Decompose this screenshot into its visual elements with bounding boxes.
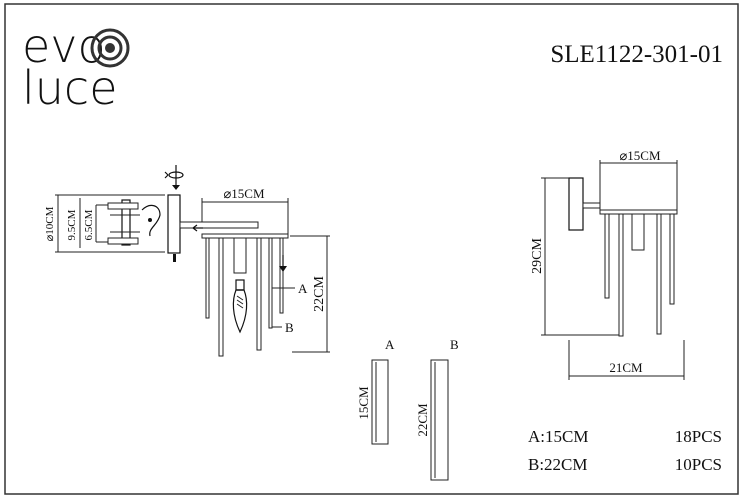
front-height-label: 22CM: [312, 276, 327, 312]
front-dia-label: ⌀15CM: [223, 186, 264, 201]
brand-line-2: luce: [22, 61, 118, 115]
spec-a-qty: 18PCS: [675, 427, 722, 446]
arm-arrow-icon: [192, 224, 203, 232]
model-code: SLE1122-301-01: [550, 41, 723, 68]
brand-logo: evo luce: [22, 19, 130, 115]
side-outer-label: 9.5CM: [66, 209, 78, 240]
tube-b-title: B: [450, 337, 459, 352]
rotate-arrow-icon: [164, 165, 184, 190]
sheet-border: [4, 3, 739, 495]
front-view: ⌀15CM A B 22CM: [179, 186, 330, 357]
down-arrow-icon: [279, 255, 287, 272]
tube-front-1: [205, 237, 210, 319]
callout-a: A: [298, 281, 308, 296]
tube-details: A 15CM B 22CM: [356, 337, 459, 481]
callout-b: B: [285, 320, 294, 335]
side-view: ⌀10CM 9.5CM 6.5CM: [44, 165, 184, 262]
right-top-ring: [599, 209, 678, 215]
side-dia-label: ⌀10CM: [44, 206, 56, 241]
tube-right-4: [669, 213, 675, 305]
right-socket: [631, 213, 645, 251]
mount-screw: [141, 204, 161, 237]
brand-logo-mark: [90, 28, 130, 68]
right-view: ⌀15CM 29CM 21CM: [530, 148, 685, 380]
tube-a: [371, 359, 389, 445]
tube-front-3: [256, 237, 262, 351]
tube-front-5: [279, 237, 284, 314]
tube-right-3: [656, 213, 662, 335]
lamp-socket: [233, 237, 247, 274]
side-inner-label: 6.5CM: [83, 209, 95, 240]
right-dia-label: ⌀15CM: [619, 148, 660, 163]
spec-b-qty: 10PCS: [675, 455, 722, 474]
spec-list: A:15CM 18PCS B:22CM 10PCS: [528, 427, 722, 474]
tube-b: [430, 359, 449, 481]
right-wall-plate: [568, 177, 584, 231]
tube-right-1: [604, 213, 610, 299]
bulb-icon: [232, 279, 248, 334]
right-height-label: 29CM: [530, 238, 545, 274]
tube-front-2: [218, 237, 224, 357]
top-ring: [201, 233, 289, 239]
spec-b-part: B:22CM: [528, 455, 588, 474]
tube-a-length: 15CM: [356, 386, 371, 420]
tube-right-2: [618, 213, 624, 337]
tube-front-4: [268, 237, 273, 329]
lamp-arm: [179, 221, 259, 229]
tube-a-title: A: [385, 337, 395, 352]
wall-plate: [167, 194, 181, 254]
spec-a-part: A:15CM: [528, 427, 588, 446]
mount-bracket: [121, 199, 131, 246]
right-width-label: 21CM: [609, 360, 643, 375]
tube-b-length: 22CM: [415, 403, 430, 437]
